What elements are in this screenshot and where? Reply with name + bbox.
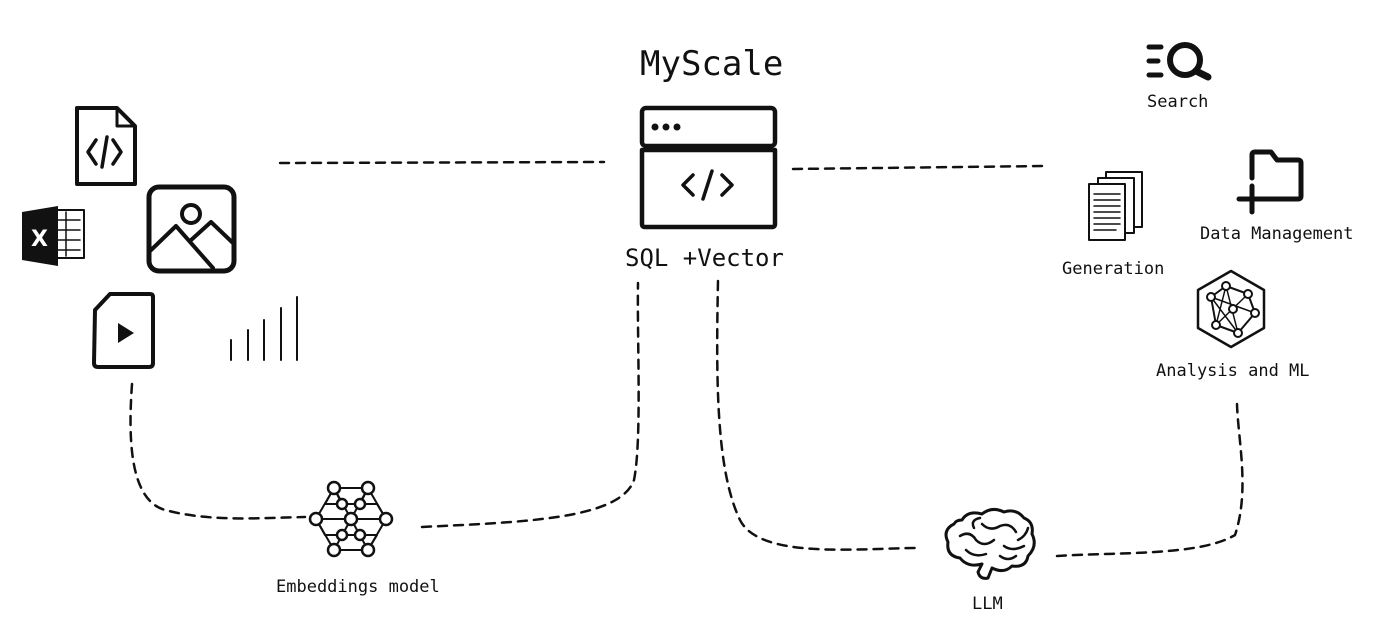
video-file-icon [92, 292, 155, 369]
connector-video-to-embeddings [129, 382, 307, 520]
svg-text:X: X [31, 227, 48, 252]
connector-vector-to-llm [715, 279, 922, 551]
myscale-window-icon [639, 105, 778, 230]
embeddings-model-label: Embeddings model [276, 577, 440, 597]
engine-label: SQL +Vector [625, 244, 784, 272]
image-icon [146, 184, 237, 274]
audio-bars-icon [230, 296, 298, 361]
diagram-title: MyScale [640, 44, 784, 84]
llm-label: LLM [972, 594, 1003, 614]
data-management-label: Data Management [1200, 224, 1354, 244]
connector-myscale-to-outputs [791, 164, 1047, 171]
ml-network-icon [1196, 269, 1266, 349]
brain-icon [944, 507, 1036, 580]
generation-label: Generation [1062, 259, 1165, 279]
search-icon [1146, 42, 1212, 81]
folder-add-icon [1236, 149, 1304, 215]
embeddings-network-icon [308, 480, 394, 558]
search-label: Search [1147, 92, 1209, 112]
excel-icon: X [22, 206, 85, 266]
connector-sources-to-myscale [278, 160, 606, 165]
connectors [129, 160, 1244, 558]
connector-embeddings-to-sql [420, 281, 640, 529]
analysis-ml-label: Analysis and ML [1156, 361, 1310, 381]
connector-llm-to-analysis [1055, 402, 1244, 558]
code-file-icon [75, 106, 137, 186]
documents-icon [1088, 171, 1143, 241]
